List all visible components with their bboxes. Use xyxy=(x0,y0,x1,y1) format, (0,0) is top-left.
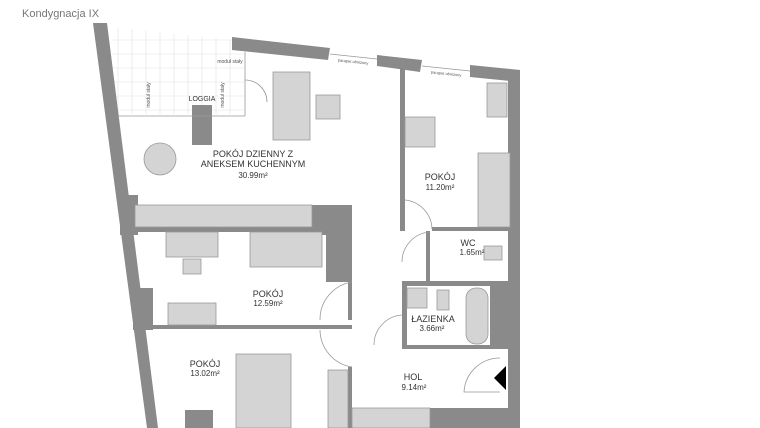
dining-table xyxy=(143,142,177,176)
kitchen-counter xyxy=(134,204,313,228)
room-area-wc: 1.65m² xyxy=(460,248,485,257)
lowered-sill-label-1: parapet obniżony xyxy=(338,57,369,65)
bed-room-1259 xyxy=(249,231,323,268)
door-swing-room-1302 xyxy=(319,329,353,368)
room-name-hall: HOL xyxy=(404,372,423,382)
window-top-2 xyxy=(421,65,471,72)
toilet-bath xyxy=(436,289,450,311)
wardrobe-room-1259 xyxy=(167,302,217,326)
wall-loggia-pier xyxy=(192,105,212,145)
lowered-sill-label-2: parapet obniżony xyxy=(431,69,462,77)
wall-room-1259-bottom xyxy=(150,325,352,329)
room-name-1120: POKÓJ xyxy=(425,172,456,182)
fixed-module-label-2: moduł stały xyxy=(146,82,152,108)
fixed-module-label-1: moduł stały xyxy=(217,59,243,65)
coffee-table xyxy=(315,94,341,120)
fixed-module-label-3: moduł stały xyxy=(220,82,226,108)
bathtub xyxy=(465,287,489,345)
room-name-wc: WC xyxy=(461,238,476,248)
room-label-loggia: LOGGIA xyxy=(189,96,216,103)
door-swing-entrance xyxy=(463,357,501,393)
wall-room-1120-left xyxy=(400,68,405,231)
loggia-floor-grid xyxy=(112,27,244,114)
room-area-living: 30.99m² xyxy=(238,171,268,180)
room-name-living-2: ANEKSEM KUCHENNYM xyxy=(201,159,306,169)
wall-top-2 xyxy=(377,55,422,72)
wall-room-1302-right xyxy=(348,367,352,428)
desk-room-1259 xyxy=(165,231,219,258)
wall-bath-left xyxy=(402,281,407,347)
entrance-arrow-icon xyxy=(494,366,506,390)
wall-bottom-left xyxy=(185,410,213,428)
floor-title: Kondygnacja IX xyxy=(22,8,100,20)
washing-machine xyxy=(406,287,428,309)
loggia-door-swing xyxy=(244,79,268,103)
bed-room-1120 xyxy=(477,152,511,228)
room-area-bathroom: 3.66m² xyxy=(420,324,445,333)
wall-wc-left xyxy=(426,231,430,281)
door-swing-bathroom xyxy=(373,314,403,346)
room-area-1302: 13.02m² xyxy=(190,369,220,378)
toilet-wc xyxy=(483,245,503,261)
wall-left-pier-1 xyxy=(120,195,138,235)
wall-bottom-right xyxy=(430,408,510,428)
room-area-1120: 11.20m² xyxy=(426,183,455,192)
wall-room-1259-right xyxy=(348,282,352,320)
wardrobe-hall xyxy=(327,369,349,428)
door-swing-room-1259 xyxy=(319,281,353,321)
wall-bath-right xyxy=(490,281,510,349)
chair-room-1259 xyxy=(182,258,202,275)
room-name-living-1: POKÓJ DZIENNY Z xyxy=(213,149,294,159)
room-name-1259: POKÓJ xyxy=(253,289,284,299)
room-area-hall: 9.14m² xyxy=(402,383,427,392)
room-name-1302: POKÓJ xyxy=(190,359,221,369)
wall-right-outer xyxy=(508,75,520,428)
room-name-bathroom: ŁAZIENKA xyxy=(411,314,455,324)
wall-closet xyxy=(326,232,352,282)
wall-room-1120-bottom xyxy=(432,227,510,231)
wardrobe-hall-bottom xyxy=(351,407,431,428)
wall-kitchen xyxy=(135,227,352,232)
window-top-1 xyxy=(329,53,378,60)
wall-bath-top xyxy=(402,281,510,286)
desk-room-1120 xyxy=(404,116,436,148)
door-swing-wc xyxy=(401,231,431,263)
wall-top-3 xyxy=(470,65,520,82)
bed-room-1302 xyxy=(235,353,292,428)
sofa xyxy=(272,71,311,141)
wall-left-pier-2 xyxy=(133,288,153,330)
wall-top-1 xyxy=(232,37,330,60)
wall-bath-bottom xyxy=(402,345,510,349)
door-swing-room-1120 xyxy=(404,199,433,230)
wardrobe-room-1120 xyxy=(486,82,508,118)
room-area-1259: 12.59m² xyxy=(253,299,283,308)
